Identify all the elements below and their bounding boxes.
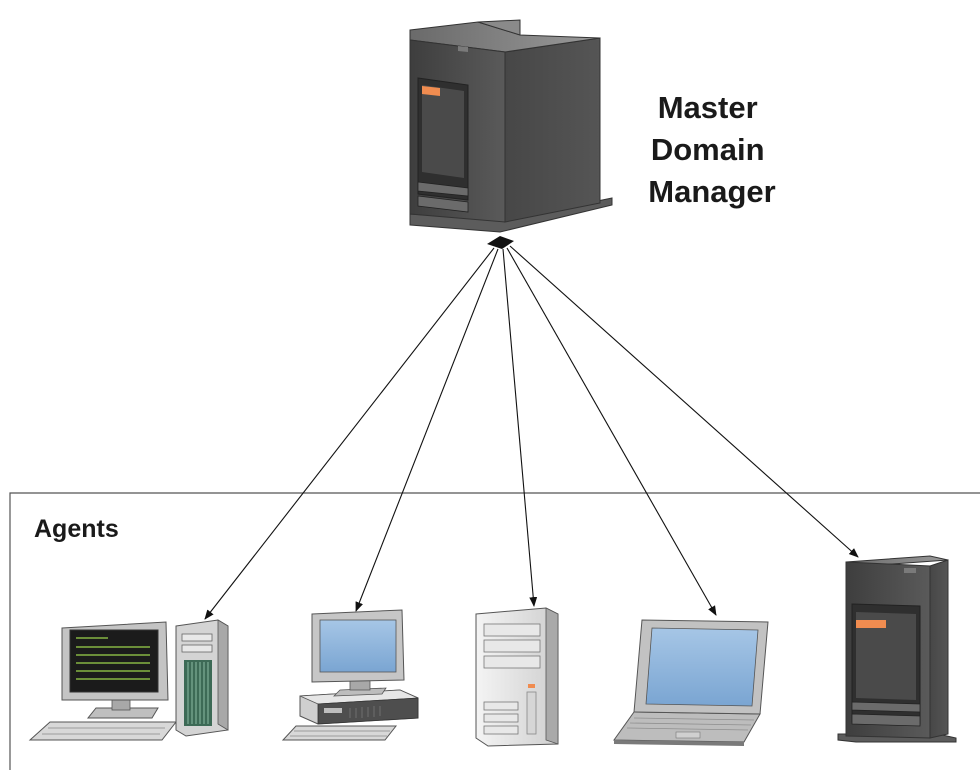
agents-box	[9, 492, 980, 770]
master-label-line-1: Master	[658, 90, 758, 125]
tower-pc-icon	[475, 607, 559, 747]
link-to-laptop	[506, 247, 717, 616]
master-label-line-3: Manager	[648, 174, 775, 209]
link-to-desktop-pc	[355, 248, 499, 612]
master-label: Master Domain Manager	[648, 90, 775, 209]
link-to-terminal-desktop	[204, 247, 495, 620]
rack-server-icon	[837, 555, 957, 743]
master-label-line-2: Domain	[651, 132, 765, 167]
rack-server-status-light	[856, 620, 886, 628]
connection-hub	[487, 236, 514, 249]
agents-label: Agents	[34, 515, 119, 543]
link-to-rack-server	[509, 245, 859, 558]
desktop-pc-icon	[281, 609, 419, 741]
tower-pc-status-light	[528, 684, 535, 688]
link-to-tower-pc	[502, 248, 538, 607]
laptop-icon	[613, 619, 769, 746]
master-status-light	[422, 86, 440, 96]
connection-arrows	[204, 245, 859, 620]
terminal-desktop-icon	[28, 619, 229, 741]
master-server-icon	[409, 19, 613, 233]
